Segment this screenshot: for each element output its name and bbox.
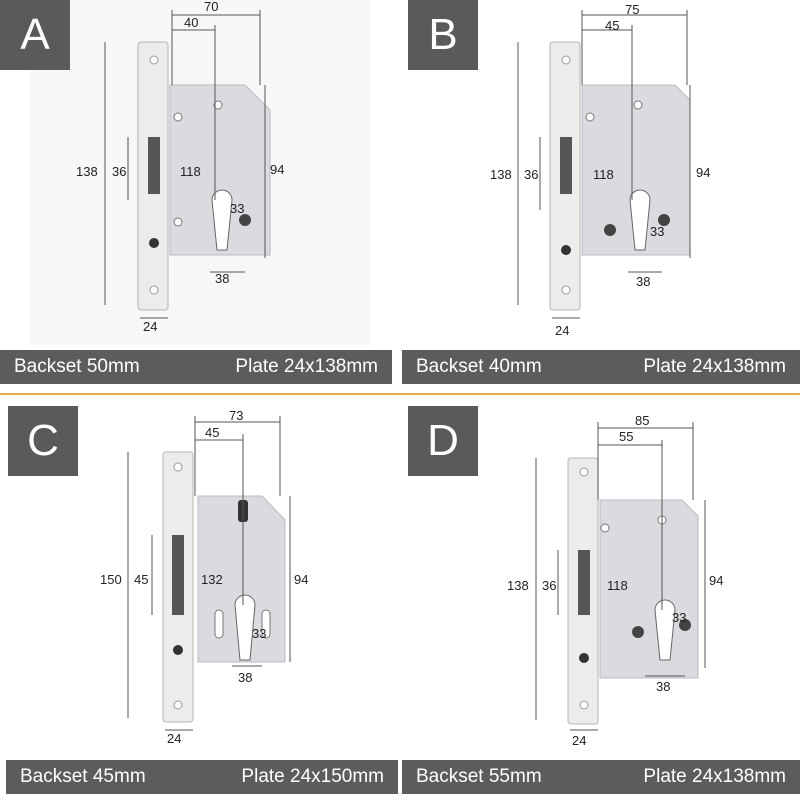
dim-body: 94: [270, 162, 284, 177]
dim-top-outer: 73: [229, 408, 243, 423]
badge-d: D: [408, 406, 478, 476]
backset-label: Backset 45mm: [20, 766, 146, 787]
dim-height-outer: 138: [490, 167, 512, 182]
dim-top-inner: 55: [619, 429, 633, 444]
section-divider: [0, 393, 800, 395]
badge-b: B: [408, 0, 478, 70]
dim-top-outer: 85: [635, 413, 649, 428]
latch-hole: [148, 137, 160, 194]
dim-latch: 45: [134, 572, 148, 587]
dim-height-inner: 132: [201, 572, 223, 587]
lock-diagram-b: 75 45 138 36 118 94 33 38 24: [490, 2, 710, 338]
panel-b: 75 45 138 36 118 94 33 38 24 B Backset 4…: [400, 0, 800, 400]
dim-latch: 36: [112, 164, 126, 179]
dim-bottom: 38: [636, 274, 650, 289]
dim-width: 24: [143, 319, 157, 334]
dim-height-outer: 138: [507, 578, 529, 593]
plate-label: Plate 24x150mm: [241, 766, 384, 787]
dim-height-inner: 118: [607, 578, 628, 593]
caption-c: Backset 45mm Plate 24x150mm: [6, 760, 398, 794]
dim-top-outer: 70: [204, 0, 218, 14]
dim-top-inner: 45: [605, 18, 619, 33]
caption-d: Backset 55mm Plate 24x138mm: [402, 760, 800, 794]
backset-label: Backset 40mm: [416, 356, 542, 377]
dim-width: 24: [572, 733, 586, 748]
dim-body: 94: [294, 572, 308, 587]
lock-diagram-c: 73 45 150 45 132 94 33 38 24: [100, 408, 308, 746]
dim-height-inner: 118: [180, 164, 201, 179]
caption-a: Backset 50mm Plate 24x138mm: [0, 350, 392, 384]
dim-cylinder: 33: [650, 224, 664, 239]
panel-d: 85 55 138 36 118 94 33 38 24 D Backset 5…: [400, 400, 800, 800]
backset-label: Backset 50mm: [14, 356, 140, 377]
dim-body: 94: [696, 165, 710, 180]
dim-height-outer: 150: [100, 572, 122, 587]
dim-latch: 36: [542, 578, 556, 593]
dim-width: 24: [167, 731, 181, 746]
dim-bottom: 38: [215, 271, 229, 286]
dim-height-inner: 118: [593, 167, 614, 182]
caption-b: Backset 40mm Plate 24x138mm: [402, 350, 800, 384]
dim-top-inner: 40: [184, 15, 198, 30]
backset-label: Backset 55mm: [416, 766, 542, 787]
dim-height-outer: 138: [76, 164, 98, 179]
dim-top-outer: 75: [625, 2, 639, 17]
dim-cylinder: 33: [672, 610, 686, 625]
dim-width: 24: [555, 323, 569, 338]
dim-body: 94: [709, 573, 723, 588]
dim-cylinder: 33: [252, 626, 266, 641]
panel-c: 73 45 150 45 132 94 33 38 24 C Backset 4…: [0, 400, 400, 800]
lock-diagram-d: 85 55 138 36 118 94 33 38 24: [507, 413, 723, 748]
lock-case: [169, 84, 271, 256]
dim-top-inner: 45: [205, 425, 219, 440]
plate-label: Plate 24x138mm: [643, 356, 786, 377]
badge-a: A: [0, 0, 70, 70]
lock-diagram-a: 70 40 138 36 118 94 33 38 24: [30, 0, 370, 345]
plate-label: Plate 24x138mm: [643, 766, 786, 787]
dim-latch: 36: [524, 167, 538, 182]
panel-a: 70 40 138 36 118 94 33 38 24 A Backset 5…: [0, 0, 400, 400]
plate-label: Plate 24x138mm: [235, 356, 378, 377]
dim-cylinder: 33: [230, 201, 244, 216]
badge-c: C: [8, 406, 78, 476]
dim-bottom: 38: [656, 679, 670, 694]
dim-bottom: 38: [238, 670, 252, 685]
